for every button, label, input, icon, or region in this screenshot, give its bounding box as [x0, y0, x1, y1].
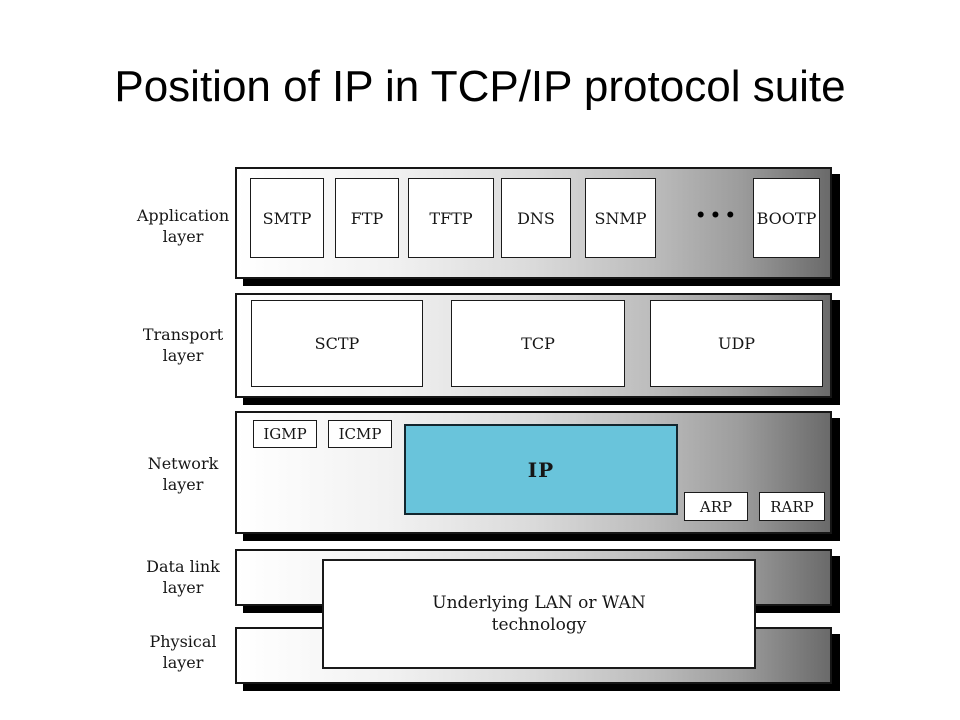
protocol-box-ftp: FTP — [335, 178, 399, 258]
protocol-box-ip: IP — [404, 424, 678, 515]
protocol-box-tcp: TCP — [451, 300, 625, 387]
label-line: Transport — [142, 325, 224, 344]
underlying-technology-line: technology — [491, 615, 587, 635]
page-title: Position of IP in TCP/IP protocol suite — [114, 62, 846, 111]
label-line: Physical — [149, 632, 217, 651]
label-line: Data link — [146, 557, 220, 576]
label-line: layer — [162, 475, 204, 494]
label-line: layer — [162, 227, 204, 246]
underlying-technology-box: Underlying LAN or WAN technology — [322, 559, 756, 669]
underlying-technology-line: Underlying LAN or WAN — [432, 593, 646, 613]
label-datalink-layer: Data link layer — [146, 556, 220, 598]
transport-layer-band: SCTP TCP UDP — [235, 293, 832, 398]
protocol-box-icmp: ICMP — [328, 420, 392, 448]
label-line: Application — [136, 206, 230, 225]
application-layer-band: SMTP FTP TFTP DNS SNMP ••• BOOTP — [235, 167, 832, 279]
protocol-box-rarp: RARP — [759, 492, 825, 521]
label-application-layer: Application layer — [137, 205, 229, 247]
label-line: layer — [162, 578, 204, 597]
ellipsis-icon: ••• — [695, 206, 740, 226]
protocol-box-igmp: IGMP — [253, 420, 317, 448]
label-line: layer — [162, 653, 204, 672]
network-layer-band: IGMP ICMP IP ARP RARP — [235, 411, 832, 534]
protocol-box-snmp: SNMP — [585, 178, 656, 258]
label-line: Network — [147, 454, 219, 473]
protocol-box-dns: DNS — [501, 178, 571, 258]
label-transport-layer: Transport layer — [143, 324, 223, 366]
label-physical-layer: Physical layer — [149, 631, 216, 673]
protocol-box-tftp: TFTP — [408, 178, 494, 258]
protocol-box-smtp: SMTP — [250, 178, 324, 258]
protocol-box-arp: ARP — [684, 492, 748, 521]
label-line: layer — [162, 346, 204, 365]
protocol-box-sctp: SCTP — [251, 300, 423, 387]
label-network-layer: Network layer — [148, 453, 219, 495]
protocol-box-bootp: BOOTP — [753, 178, 820, 258]
protocol-box-udp: UDP — [650, 300, 823, 387]
